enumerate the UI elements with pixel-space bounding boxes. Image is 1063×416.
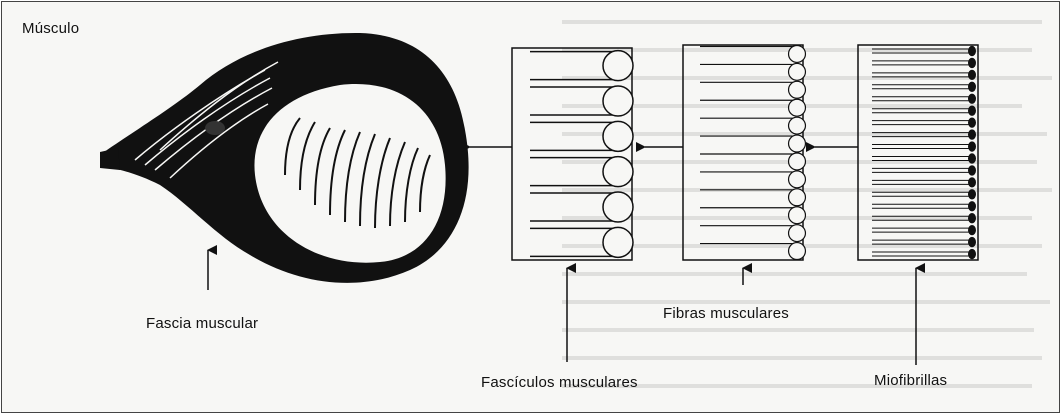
miofibrillas-bundle <box>858 45 978 260</box>
fibra-circle <box>789 99 806 116</box>
fasciculos-bundle <box>512 48 633 260</box>
miofibrilla-dot <box>968 58 976 68</box>
miofibrilla-dot <box>968 141 976 151</box>
miofibrilla-dot <box>968 237 976 247</box>
fibra-circle <box>789 117 806 134</box>
miofibrilla-dot <box>968 177 976 187</box>
fibras-bundle <box>683 45 805 260</box>
fibra-circle <box>789 225 806 242</box>
fibra-circle <box>789 189 806 206</box>
fibra-circle <box>789 243 806 260</box>
miofibrilla-dot <box>968 70 976 80</box>
fibra-circle <box>789 135 806 152</box>
miofibrilla-dot <box>968 201 976 211</box>
fasciculo-circle <box>603 51 633 81</box>
fascia-label: Fascia muscular <box>146 315 258 332</box>
muscle-highlight <box>205 121 225 135</box>
miofibrilla-dot <box>968 94 976 104</box>
miofibrilla-dot <box>968 225 976 235</box>
fibra-circle <box>789 207 806 224</box>
fasciculo-circle <box>603 121 633 151</box>
muscle-tendon <box>100 148 120 170</box>
fasciculos-label: Fascículos musculares <box>481 374 638 391</box>
miofibrilla-dot <box>968 82 976 92</box>
miofibrilla-dot <box>968 46 976 56</box>
fibras-label: Fibras musculares <box>663 305 789 322</box>
fasciculo-circle <box>603 157 633 187</box>
miofibrilla-dot <box>968 213 976 223</box>
fibra-circle <box>789 171 806 188</box>
title-label: Músculo <box>22 20 79 37</box>
fibra-circle <box>789 63 806 80</box>
miofibrilla-dot <box>968 117 976 127</box>
miofibrilla-dot <box>968 129 976 139</box>
fibra-circle <box>789 46 806 63</box>
miofibrillas-label: Miofibrillas <box>874 372 947 389</box>
fibra-circle <box>789 153 806 170</box>
miofibrilla-dot <box>968 165 976 175</box>
muscle-illustration <box>100 33 469 283</box>
miofibrilla-dot <box>968 249 976 259</box>
fasciculo-circle <box>603 227 633 257</box>
miofibrilla-dot <box>968 189 976 199</box>
miofibrilla-dot <box>968 106 976 116</box>
fasciculo-circle <box>603 86 633 116</box>
fasciculo-circle <box>603 192 633 222</box>
miofibrilla-dot <box>968 153 976 163</box>
fibra-circle <box>789 81 806 98</box>
